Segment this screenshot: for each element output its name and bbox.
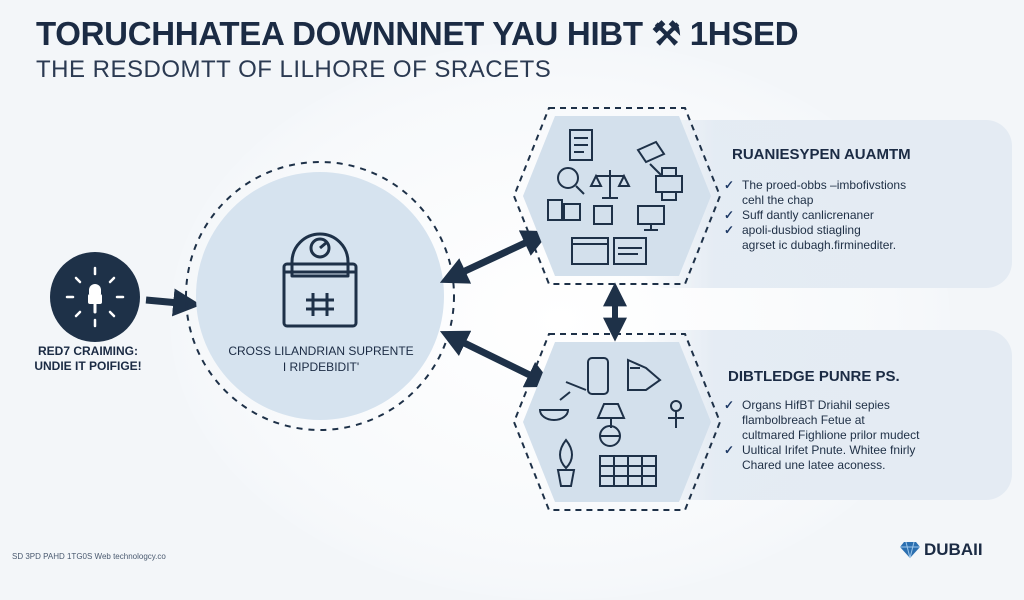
browser-icon — [571, 237, 647, 265]
printer-icon — [655, 167, 683, 201]
center-node-caption: CROSS LILANDRIAN SUPRENTE I RIPDEBIDIT' — [196, 343, 446, 375]
diamond-logo-icon — [900, 541, 920, 559]
globe-icon — [599, 425, 621, 447]
center-circle — [196, 172, 444, 420]
center-caption-line: CROSS LILANDRIAN SUPRENTE — [228, 344, 414, 358]
center-caption-line: I RIPDEBIDIT' — [282, 360, 360, 374]
document-icon — [569, 129, 593, 161]
left-node-label: RED7 CRAIMING: UNDIE IT POIFIGE! — [8, 344, 168, 374]
figure-icon — [668, 400, 684, 428]
bottom-hex-fill — [523, 342, 711, 502]
hand-icon — [627, 358, 662, 391]
vault-document-icon — [282, 232, 358, 328]
machine-icon — [565, 357, 609, 395]
top-hex — [512, 107, 722, 285]
top-hex-dashed-border — [512, 107, 722, 285]
arrow-center-to-top-hex — [439, 230, 551, 284]
magnifier-icon — [557, 167, 585, 195]
top-panel-title: RUANIESYPEN AUAMTM — [732, 146, 911, 163]
diagram-canvas — [50, 107, 722, 511]
server-icon — [547, 199, 613, 225]
page-subtitle: THE RESDOMTT OF LILHORE OF SRACETS — [36, 56, 552, 83]
grid-icon — [599, 455, 657, 487]
footer-note: SD 3PD PAHD 1TG0S Web technologcy.co — [12, 552, 166, 561]
check-icon: ✓ — [724, 443, 735, 457]
page-title: TORUCHHATEA DOWNNNET YAU HIBT ⚒ 1HSED — [36, 15, 799, 52]
brand-name: DUBAII — [924, 540, 983, 559]
tools-icon — [636, 140, 666, 177]
arrow-center-to-bottom-hex — [439, 330, 555, 388]
monitor-icon — [637, 205, 665, 231]
bottom-panel-title: DIBTLEDGE PUNRE PS. — [728, 368, 900, 385]
left-node — [50, 252, 140, 342]
left-node-label-line: RED7 CRAIMING: — [37, 344, 138, 358]
plant-icon — [556, 438, 576, 487]
check-icon: ✓ — [724, 398, 735, 412]
bowl-icon — [538, 391, 571, 421]
check-icon: ✓ — [724, 223, 735, 237]
bottom-hex — [512, 333, 722, 511]
lock-key-icon — [65, 266, 125, 328]
center-node — [185, 161, 455, 431]
top-hex-fill — [523, 116, 711, 276]
brand-logo: DUBAII — [900, 540, 983, 560]
arrow-left-to-center — [145, 288, 202, 317]
left-node-label-line: UNDIE IT POIFIGE! — [34, 359, 142, 373]
check-icon: ✓ — [724, 178, 735, 192]
center-dashed-ring — [185, 161, 455, 431]
scale-icon — [589, 170, 631, 199]
check-icon: ✓ — [724, 208, 735, 222]
list-item: ✓Suff dantly canlicrenaner — [724, 208, 874, 222]
bottom-hex-dashed-border — [512, 333, 722, 511]
